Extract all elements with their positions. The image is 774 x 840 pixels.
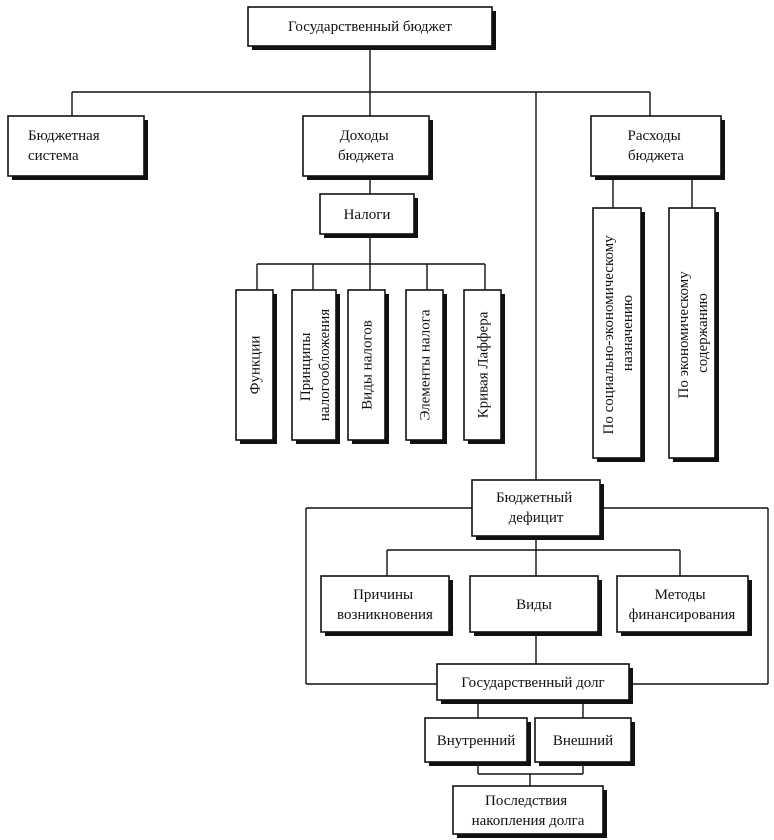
- tax-types-box: Виды налогов: [347, 289, 389, 444]
- budget-deficit-box: Бюджетный дефицит: [471, 479, 604, 540]
- tax-functions-box: Функции: [235, 289, 277, 444]
- budget-system-label: Бюджетная система: [28, 128, 103, 164]
- revenues-label: Доходы бюджета: [338, 128, 394, 164]
- socio-economic-purpose-label: По социально-экономическому назначению: [601, 232, 636, 435]
- state-budget-box: Государственный бюджет: [247, 6, 496, 50]
- budget-system-box: Бюджетная система: [7, 115, 148, 180]
- tax-types-label: Виды налогов: [360, 320, 376, 410]
- state-debt-box: Государственный долг: [436, 663, 633, 704]
- deficit-types-label: Виды: [516, 597, 552, 613]
- deficit-causes-box: Причины возникновения: [320, 575, 453, 636]
- external-debt-label: Внешний: [553, 733, 613, 749]
- taxes-label: Налоги: [344, 207, 391, 223]
- expenses-label: Расходы бюджета: [628, 128, 685, 164]
- laffer-curve-box: Кривая Лаффера: [463, 289, 505, 444]
- connector-lines: [71, 46, 769, 786]
- debt-consequences-label: Последствия накопления долга: [472, 793, 585, 829]
- revenues-box: Доходы бюджета: [302, 115, 433, 180]
- deficit-types-box: Виды: [469, 575, 602, 636]
- internal-debt-label: Внутренний: [437, 733, 516, 749]
- economic-content-label: По экономическому содержанию: [676, 267, 711, 398]
- budget-deficit-label: Бюджетный дефицит: [496, 490, 576, 526]
- taxes-box: Налоги: [319, 193, 418, 238]
- state-debt-label: Государственный долг: [461, 675, 604, 691]
- external-debt-box: Внешний: [534, 717, 635, 766]
- state-budget-label: Государственный бюджет: [288, 19, 452, 35]
- socio-economic-purpose-box: По социально-экономическому назначению: [592, 207, 645, 462]
- tax-principles-box: Принципы налогообложения: [291, 289, 340, 444]
- tax-elements-box: Элементы налога: [405, 289, 447, 444]
- financing-methods-box: Методы финансирования: [616, 575, 752, 636]
- tax-functions-label: Функции: [248, 336, 264, 395]
- tax-elements-label: Элементы налога: [418, 309, 434, 420]
- debt-consequences-box: Последствия накопления долга: [452, 785, 607, 838]
- financing-methods-label: Методы финансирования: [629, 587, 736, 623]
- internal-debt-box: Внутренний: [424, 717, 531, 766]
- laffer-curve-label: Кривая Лаффера: [476, 311, 492, 418]
- economic-content-box: По экономическому содержанию: [668, 207, 719, 462]
- tax-principles-label: Принципы налогообложения: [298, 309, 333, 421]
- deficit-causes-label: Причины возникновения: [337, 587, 433, 623]
- expenses-box: Расходы бюджета: [590, 115, 725, 180]
